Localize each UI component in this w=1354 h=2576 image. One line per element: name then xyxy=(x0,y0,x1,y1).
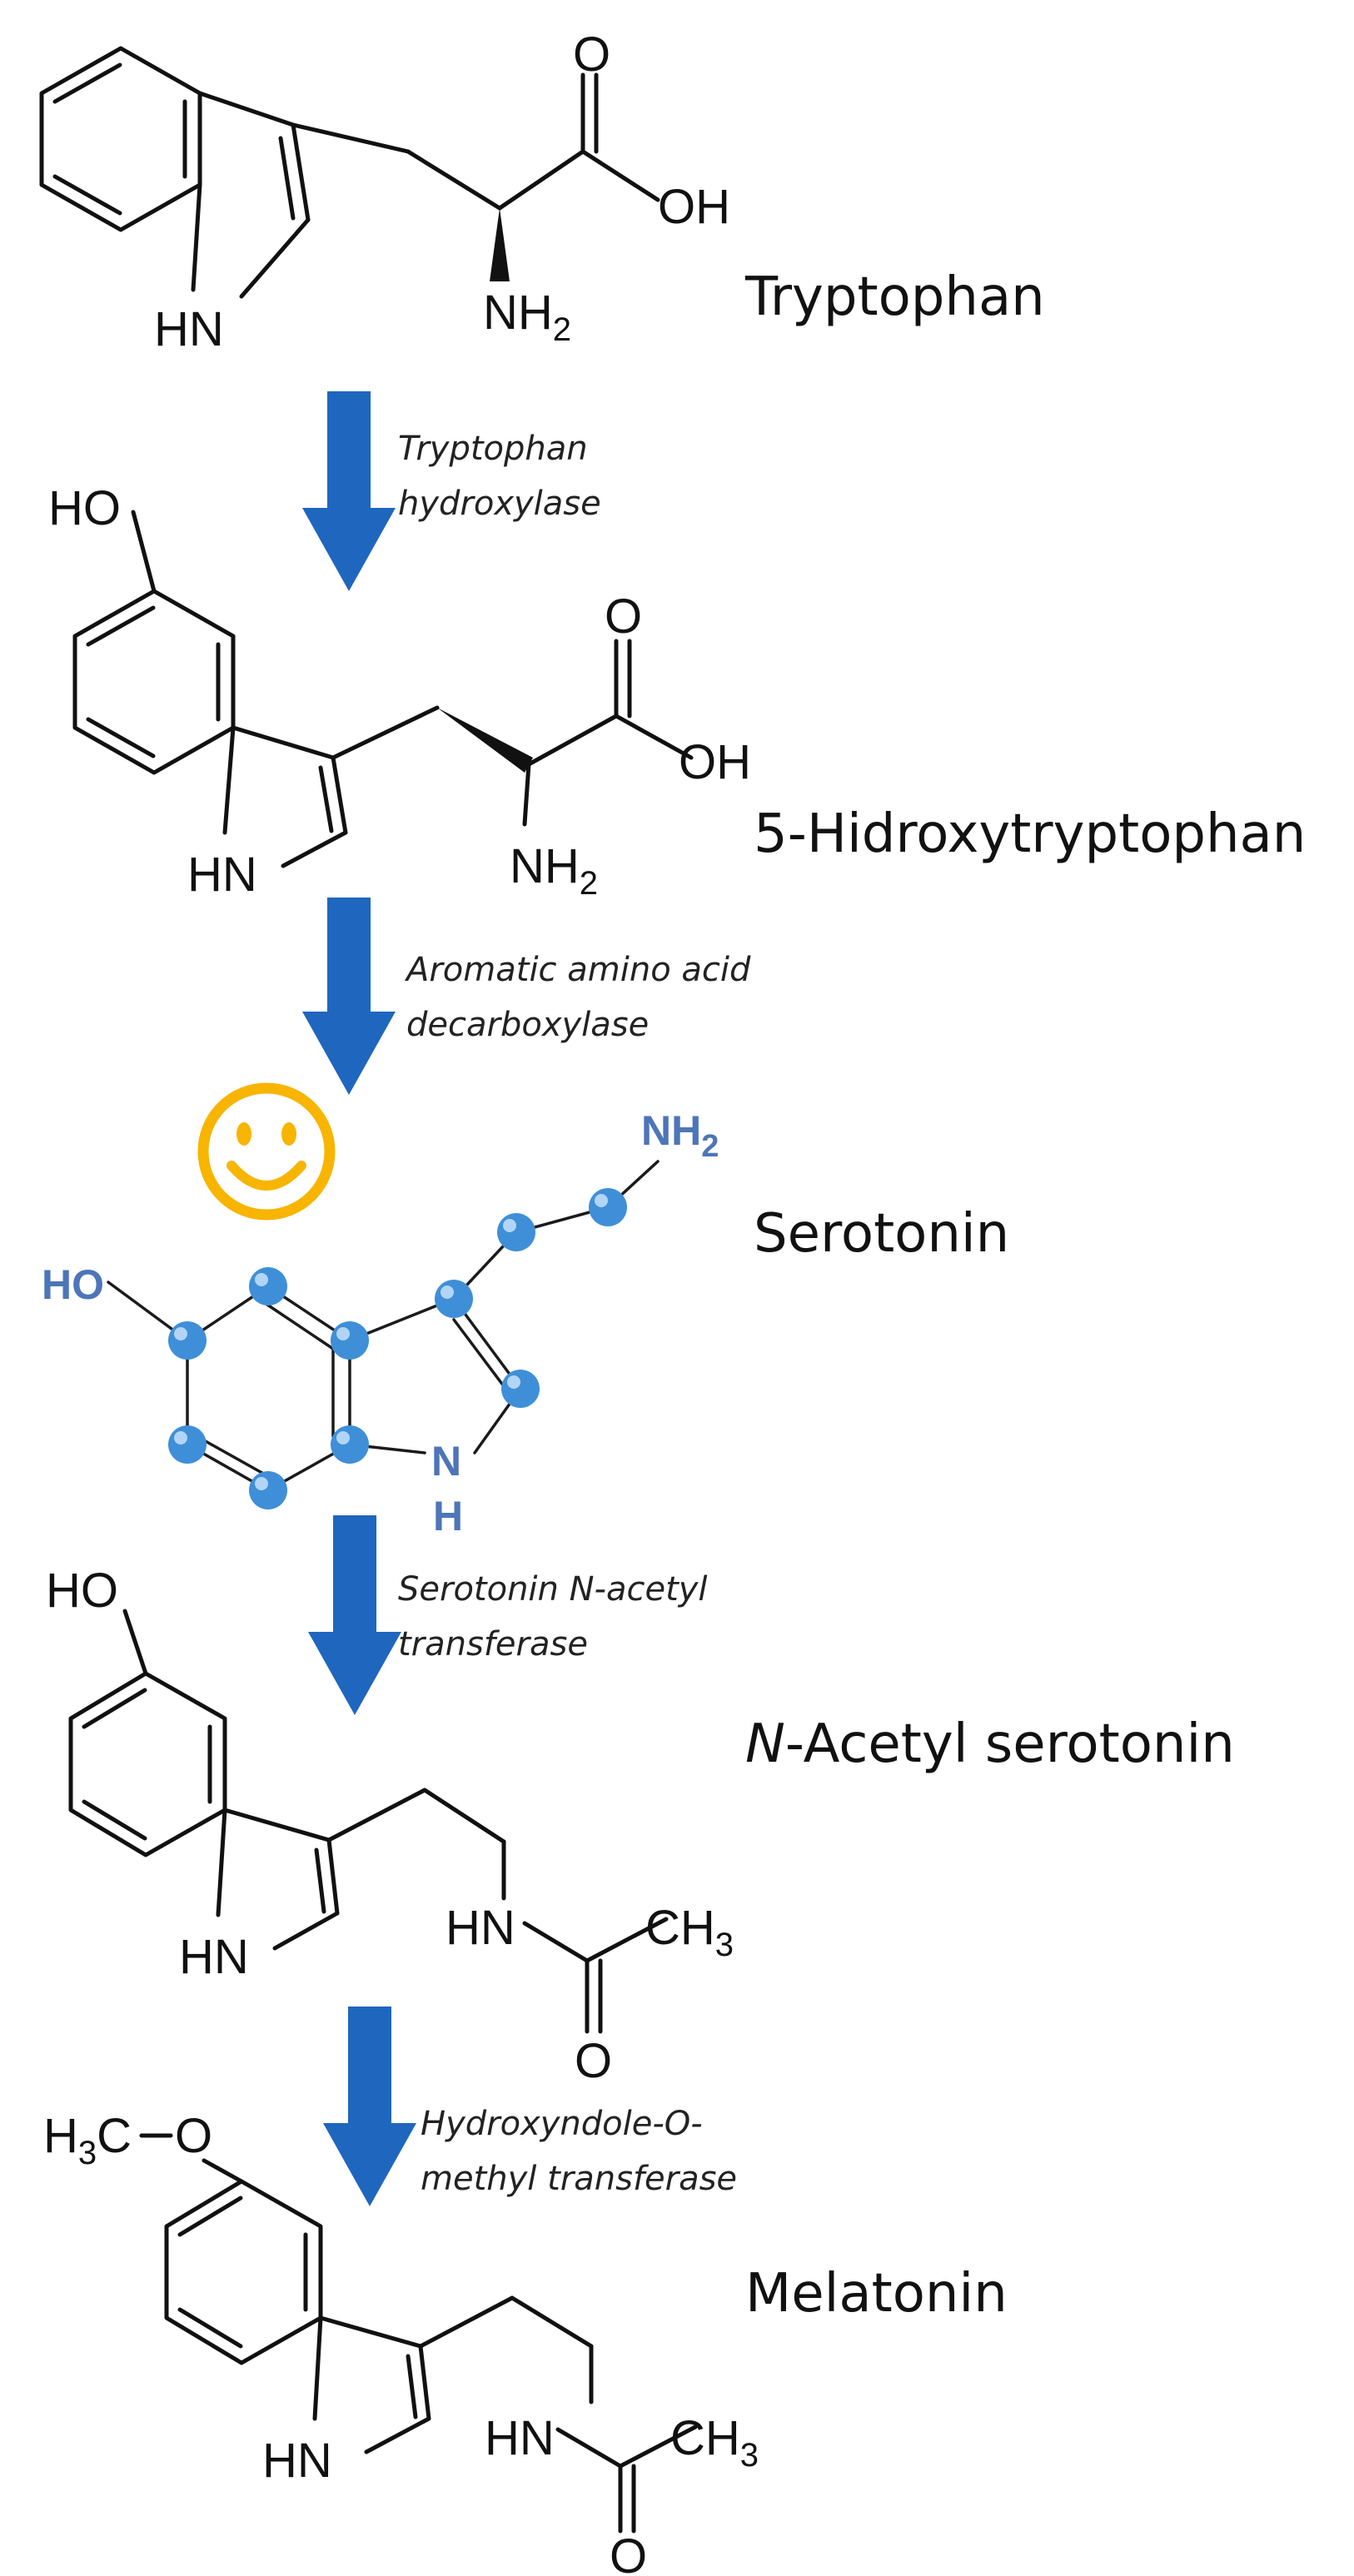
n-acetyl-serotonin-structure: HO HN HN CH3 O xyxy=(46,1564,734,2088)
enzyme-label-hydroxyindole-o-methyltransferase: Hydroxyndole-O- methyl transferase xyxy=(421,2096,737,2206)
tryptophan-nh2-label: NH2 xyxy=(483,286,571,348)
tryptophan-structure: HN O OH NH2 xyxy=(39,27,730,356)
compound-name-5-hydroxytryptophan: 5-Hidroxytryptophan xyxy=(754,803,1307,865)
compound-name-melatonin: Melatonin xyxy=(745,2263,1008,2325)
hydroxytryptophan-oh-label: OH xyxy=(679,735,751,789)
n-acetyl-rest: -Acetyl serotonin xyxy=(784,1713,1235,1775)
enzyme-line: decarboxylase xyxy=(406,1006,650,1044)
compound-name-n-acetyl-serotonin: N-Acetyl serotonin xyxy=(745,1713,1235,1775)
atom-ball xyxy=(249,1267,287,1305)
n-acetyl-serotonin-o-label: O xyxy=(575,2034,612,2088)
hydroxytryptophan-structure: HO HN O OH NH2 xyxy=(48,481,751,902)
enzyme-label-aromatic-decarboxylase: Aromatic amino acid decarboxylase xyxy=(406,942,750,1052)
atom-ball xyxy=(501,1370,540,1408)
atom-ball xyxy=(589,1188,627,1226)
atom-ball xyxy=(168,1425,207,1464)
n-acetyl-serotonin-ho-label: HO xyxy=(46,1564,118,1618)
down-arrow-icon xyxy=(323,2007,416,2206)
serotonin-nh2-label: NH2 xyxy=(641,1107,719,1164)
serotonin-ho-label: HO xyxy=(42,1261,104,1308)
enzyme-line: Tryptophan xyxy=(398,430,588,468)
enzyme-line: Serotonin N-acetyl xyxy=(398,1570,708,1609)
smiley-face-icon xyxy=(197,1082,336,1221)
n-acetyl-serotonin-hn2-label: HN xyxy=(446,1901,515,1955)
tryptophan-hn-label: HN xyxy=(154,302,224,356)
melatonin-o2-label: O xyxy=(610,2529,647,2576)
tryptophan-oh-label: OH xyxy=(658,180,730,234)
melatonin-o-label: O xyxy=(175,2109,212,2163)
n-italic: N xyxy=(745,1713,785,1775)
enzyme-label-serotonin-n-acetyltransferase: Serotonin N-acetyl transferase xyxy=(398,1562,708,1672)
compound-name-serotonin: Serotonin xyxy=(754,1203,1010,1265)
enzyme-line: Hydroxyndole-O- xyxy=(421,2105,703,2143)
enzyme-line: methyl transferase xyxy=(421,2160,738,2198)
atom-ball xyxy=(168,1321,207,1360)
enzyme-label-tryptophan-hydroxylase: Tryptophan hydroxylase xyxy=(398,421,601,531)
down-arrow-icon xyxy=(302,898,396,1095)
atom-ball xyxy=(331,1425,369,1464)
atom-ball xyxy=(249,1471,287,1509)
atom-ball xyxy=(497,1213,535,1251)
n-acetyl-serotonin-hn-label: HN xyxy=(179,1930,249,1984)
enzyme-line: Aromatic amino acid xyxy=(406,951,751,989)
hydroxytryptophan-hn-label: HN xyxy=(187,848,257,902)
serotonin-model: HO N H NH2 xyxy=(42,1107,719,1539)
enzyme-line: transferase xyxy=(398,1625,588,1663)
down-arrow-icon xyxy=(308,1515,401,1715)
melatonin-hn-label: HN xyxy=(262,2434,332,2488)
enzyme-line: hydroxylase xyxy=(398,485,601,523)
atom-ball xyxy=(435,1280,473,1318)
serotonin-h-label: H xyxy=(433,1493,463,1539)
melatonin-hn2-label: HN xyxy=(485,2411,555,2465)
compound-name-tryptophan: Tryptophan xyxy=(745,266,1045,328)
hydroxytryptophan-o-label: O xyxy=(605,589,642,644)
hydroxytryptophan-nh2-label: NH2 xyxy=(510,839,598,902)
n-acetyl-serotonin-ch3-label: CH3 xyxy=(645,1901,734,1963)
hydroxytryptophan-ho-label: HO xyxy=(48,481,121,535)
melatonin-ch3-label: CH3 xyxy=(670,2411,759,2474)
melatonin-h3c-label: H3C xyxy=(43,2109,132,2171)
down-arrow-icon xyxy=(302,391,396,591)
tryptophan-o-label: O xyxy=(573,27,610,82)
atom-ball xyxy=(331,1321,369,1360)
serotonin-n-label: N xyxy=(431,1438,461,1484)
melatonin-structure: O H3C HN HN CH3 O xyxy=(43,2109,759,2576)
